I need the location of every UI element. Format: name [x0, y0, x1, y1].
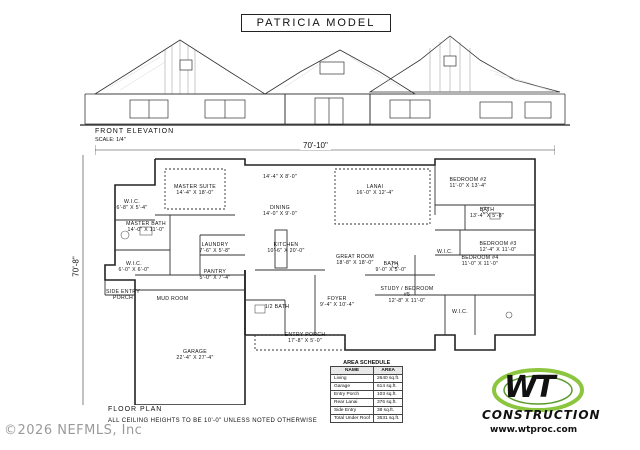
header-name: NAME	[330, 366, 374, 375]
cell-name: Living	[330, 374, 374, 383]
cell-area: 3631 sq.ft.	[372, 414, 404, 423]
header-area: AREA	[372, 366, 404, 375]
logo-initials: WT	[504, 370, 556, 405]
cell-name: Garage	[330, 382, 374, 391]
overall-width-dimension-line	[95, 145, 555, 155]
overall-depth-dimension-line	[82, 155, 84, 405]
ceiling-note: ALL CEILING HEIGHTS TO BE 10'-0" UNLESS …	[108, 418, 318, 424]
room-master-wic: W.I.C.6'-8" X 5'-4"	[116, 199, 148, 211]
floor-plan-label: FLOOR PLAN	[108, 406, 163, 413]
room-wic-3: W.I.C.	[437, 249, 453, 255]
cell-area: 38 sq.ft.	[372, 406, 404, 415]
cell-area: 614 sq.ft.	[372, 382, 404, 391]
front-elevation-drawing	[80, 35, 570, 126]
room-dining-top: 14'-4" X 8'-0"	[262, 174, 298, 180]
copyright-watermark: ©2026 NEFMLS, Inc	[4, 423, 143, 438]
room-wic-2: W.I.C.6'-0" X 6'-0"	[118, 261, 150, 273]
front-elevation-scale: SCALE: 1/4"	[95, 137, 126, 143]
front-elevation-label: FRONT ELEVATION	[95, 128, 175, 135]
room-side-entry-porch: SIDE ENTRY PORCH	[105, 289, 141, 301]
room-wic-4: W.I.C.	[452, 309, 468, 315]
area-schedule-title: AREA SCHEDULE	[343, 360, 391, 366]
room-half-bath: 1/2 BATH	[264, 304, 290, 310]
cell-area: 2640 sq.ft.	[372, 374, 404, 383]
cell-name: Entry Porch	[330, 390, 374, 399]
cell-name: Total Under Roof	[330, 414, 374, 423]
room-mud-room: MUD ROOM	[156, 296, 189, 302]
wt-construction-logo: WT CONSTRUCTION www.wtproc.com	[478, 368, 604, 440]
cell-area: 103 sq.ft.	[372, 390, 404, 399]
overall-width-label: 70'-10"	[300, 141, 331, 150]
cell-area: 376 sq.ft.	[372, 398, 404, 407]
logo-url: www.wtproc.com	[490, 425, 578, 435]
logo-brand: CONSTRUCTION	[482, 408, 601, 422]
cell-name: Side Entry	[330, 406, 374, 415]
page-title: PATRICIA MODEL	[241, 14, 391, 32]
overall-depth-label: 70'-8"	[71, 256, 81, 277]
logo-swoosh-icon	[492, 368, 584, 412]
floor-plan-drawing	[104, 158, 536, 405]
table-header-row: NAME AREA	[330, 366, 404, 375]
cell-name: Rear Lanai	[330, 398, 374, 407]
